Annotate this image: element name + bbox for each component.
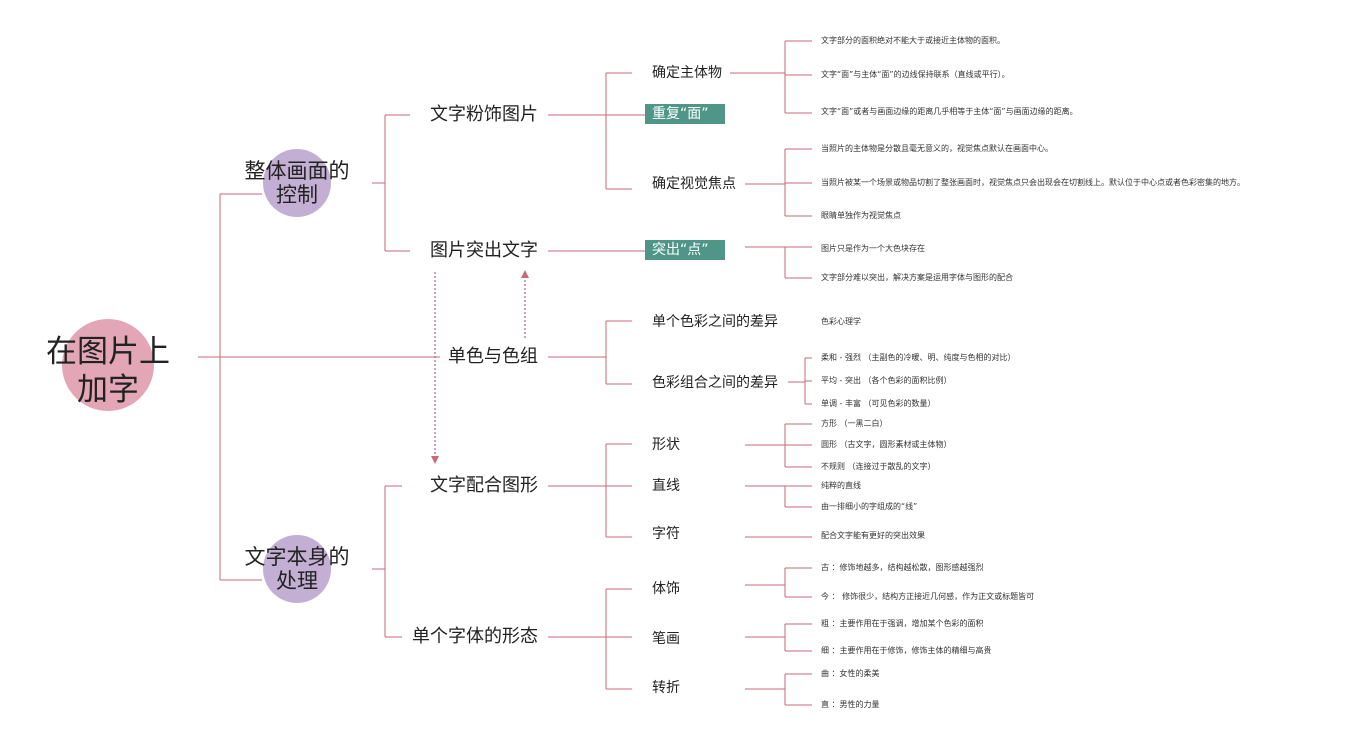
node-visual-focus: 确定视觉焦点 [652,176,736,192]
root-circle [62,319,154,411]
node-text-decorates-image: 文字粉饰图片 [430,104,538,125]
node-straight-line: 直线 [652,478,680,494]
node-single-font-form: 单个字体的形态 [412,626,538,647]
node-image-highlights-text: 图片突出文字 [430,240,538,261]
leaf-text: 文字“面”或者与画面边缘的距离几乎相等于主体“面”与画面边缘的距离。 [821,107,1078,116]
leaf-text: 文字“面”与主体“面”的边线保持联系（直线或平行）。 [821,70,1010,79]
root-line2: 加字 [77,372,139,408]
leaf-text: 配合文字能有更好的突出效果 [821,531,925,540]
tag-highlight-point: 突出“点” [645,240,725,260]
node-turn: 转折 [652,680,680,696]
branch2-node: 文字本身的 处理 [227,545,367,593]
branch1-circle [263,149,331,217]
branch2-line2: 处理 [276,569,318,593]
node-single-color-and-groups: 单色与色组 [448,346,538,367]
branch2-circle [263,535,331,603]
leaf-text: 眼睛单独作为视觉焦点 [821,211,901,220]
leaf-text: 粗 ：主要作用在于强调，增加某个色彩的面积 [821,619,984,628]
node-stroke: 笔画 [652,631,680,647]
node-character: 字符 [652,526,680,542]
branch1-line2: 控制 [276,183,318,207]
node-single-color-diff: 单个色彩之间的差异 [652,314,778,330]
node-text-with-shapes: 文字配合图形 [430,475,538,496]
leaf-text: 由一排细小的字组成的“线” [821,502,918,511]
leaf-text: 图片只是作为一个大色块存在 [821,244,925,253]
root-line1: 在图片上 [46,334,170,370]
node-decoration: 体饰 [652,581,680,597]
leaf-text: 色彩心理学 [821,317,861,326]
leaf-text: 柔和 - 强烈 （主副色的冷暖、明、纯度与色相的对比） [821,353,1016,362]
node-color-group-diff: 色彩组合之间的差异 [652,375,778,391]
leaf-text: 当照片被某一个场景或物品切割了整张画面时，视觉焦点只会出现会在切割线上。默认位于… [821,178,1245,187]
leaf-text: 文字部分的面积绝对不能大于或接近主体物的面积。 [821,36,1005,45]
branch1-node: 整体画面的 控制 [227,159,367,207]
leaf-text: 曲 ：女性的柔美 [821,669,880,678]
node-shape: 形状 [652,437,680,453]
leaf-text: 纯粹的直线 [821,481,861,490]
leaf-text: 平均 - 突出 （各个色彩的面积比例） [821,376,952,385]
branch2-line1: 文字本身的 [244,545,350,569]
leaf-text: 方形 （一黑二白） [821,419,888,428]
branch1-line1: 整体画面的 [244,159,350,183]
leaf-text: 文字部分难以突出，解决方案是运用字体与图形的配合 [821,273,1013,282]
tag-repeat-face: 重复“面” [645,104,725,124]
leaf-text: 不规则 （连接过于散乱的文字） [821,462,936,471]
leaf-text: 单调 - 丰富 （可见色彩的数量） [821,399,936,408]
leaf-text: 今 ： 修饰很少，结构方正接近几何感，作为正文或标题皆可 [821,592,1035,601]
leaf-text: 当照片的主体物是分散且毫无意义的，视觉焦点默认在画面中心。 [821,144,1053,153]
node-determine-subject: 确定主体物 [652,65,722,81]
root-node: 在图片上 加字 [28,333,188,409]
leaf-text: 圆形 （古文字，圆形素材或主体物） [821,440,952,449]
leaf-text: 古 ：修饰地越多，结构越松散，图形感越强烈 [821,563,984,572]
leaf-text: 直 ：男性的力量 [821,700,880,709]
leaf-text: 细 ：主要作用在于修饰，修饰主体的精细与高贵 [821,646,992,655]
